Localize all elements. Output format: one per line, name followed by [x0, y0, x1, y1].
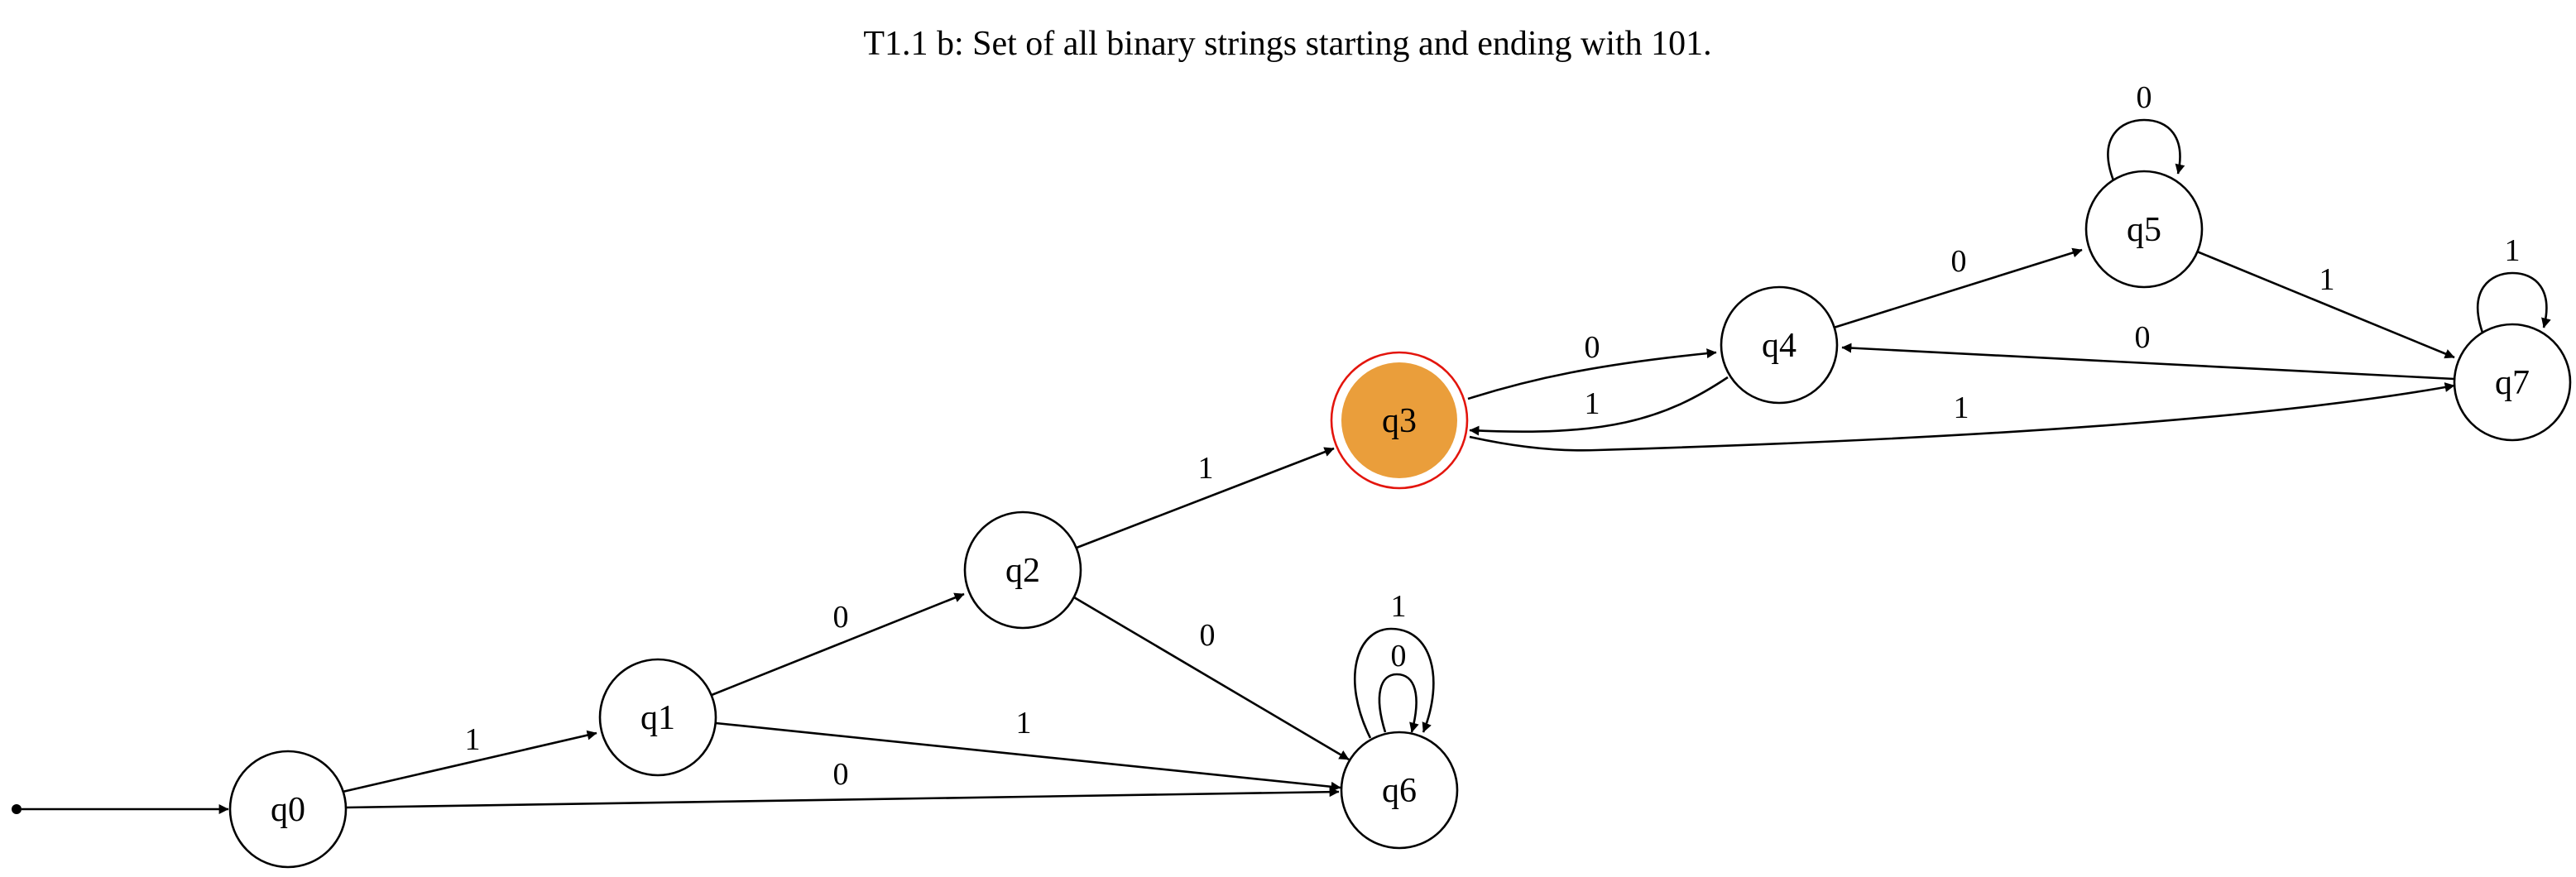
- diagram-title: T1.1 b: Set of all binary strings starti…: [863, 25, 1711, 63]
- state-q1-circle: [598, 658, 717, 777]
- transition-arrow: [342, 730, 597, 793]
- transition-label: 0: [833, 600, 849, 635]
- transition-arrow: [1467, 348, 1717, 400]
- transition-arrow: [1076, 447, 1335, 549]
- transition-label: 0: [2137, 80, 2152, 115]
- transition-label: 1: [2319, 262, 2335, 297]
- state-q0: q0: [228, 750, 348, 869]
- state-q7-circle: [2453, 323, 2572, 442]
- transition-q0-to-q6-on-0: 0: [345, 757, 1340, 809]
- transition-arrow: [1353, 627, 1435, 739]
- state-q2-circle: [963, 510, 1082, 630]
- transition-arrow: [345, 787, 1340, 809]
- state-q2: q2: [963, 510, 1082, 630]
- transition-label: 1: [1954, 391, 1969, 425]
- transition-q6-to-q6-on-1: 1: [1353, 589, 1435, 739]
- state-q5: q5: [2084, 170, 2204, 289]
- transition-arrow: [1073, 596, 1350, 761]
- transition-arrow: [2477, 271, 2551, 333]
- state-q5-circle: [2084, 170, 2204, 289]
- state-q2-label: q2: [1005, 552, 1040, 590]
- states: q0 q1 q2 q3 q4 q5 q6 q7: [228, 170, 2572, 869]
- transition-q2-to-q6-on-0: 0: [1073, 596, 1350, 761]
- transition-arrow: [1378, 673, 1419, 733]
- transition-label: 0: [2135, 320, 2151, 355]
- transition-label: 0: [1585, 330, 1600, 365]
- state-q3: q3: [1330, 351, 1469, 490]
- transition-q3-to-q4-on-0: 0: [1467, 330, 1717, 400]
- transitions: 1 0 0 1 1 0 0 1 0 0 1 1 0 1 1 0: [342, 80, 2551, 809]
- transition-q7-to-q7-on-1: 1: [2477, 233, 2551, 333]
- transition-q1-to-q2-on-0: 0: [711, 592, 965, 697]
- transition-label: 1: [1198, 451, 1214, 486]
- transition-label: 1: [2505, 233, 2521, 268]
- transition-arrow: [715, 721, 1341, 792]
- state-q1-label: q1: [640, 699, 675, 737]
- transition-q7-to-q4-on-0: 0: [1841, 320, 2455, 381]
- transition-q2-to-q3-on-1: 1: [1076, 447, 1335, 549]
- state-q3-outer-ring: [1330, 351, 1469, 490]
- state-q1: q1: [598, 658, 717, 777]
- transition-q5-to-q7-on-1: 1: [2196, 250, 2455, 359]
- transition-label: 1: [1391, 589, 1407, 624]
- transition-q0-to-q1-on-1: 1: [342, 722, 597, 793]
- transition-label: 1: [1585, 386, 1600, 421]
- transition-label: 1: [465, 722, 481, 757]
- state-q6-circle: [1340, 731, 1459, 850]
- state-q5-label: q5: [2127, 211, 2161, 249]
- transition-q5-to-q5-on-0: 0: [2107, 80, 2185, 181]
- transition-label: 0: [1200, 618, 1216, 653]
- transition-q7-to-q3-on-1: 1: [1469, 382, 2455, 452]
- state-q0-circle: [228, 750, 348, 869]
- transition-q4-to-q5-on-0: 0: [1833, 244, 2083, 329]
- transition-arrow: [2107, 118, 2185, 181]
- state-q7-label: q7: [2495, 364, 2530, 402]
- state-q4-label: q4: [1762, 327, 1796, 365]
- state-q7: q7: [2453, 323, 2572, 442]
- transition-arrow: [2196, 250, 2455, 359]
- transition-label: 0: [833, 757, 849, 792]
- transition-arrow: [1469, 376, 1729, 436]
- state-q6-label: q6: [1382, 772, 1417, 810]
- transition-label: 0: [1391, 639, 1407, 673]
- state-q3-circle: [1341, 362, 1457, 478]
- transition-label: 1: [1016, 706, 1032, 740]
- transition-q4-to-q3-on-1: 1: [1469, 376, 1729, 436]
- state-q0-label: q0: [271, 791, 305, 829]
- transition-q1-to-q6-on-1: 1: [715, 706, 1341, 792]
- start-arrow: [12, 804, 229, 814]
- state-q4-circle: [1720, 285, 1839, 405]
- transition-arrow: [1469, 382, 2455, 452]
- start-dot: [12, 804, 22, 814]
- transition-label: 0: [1951, 244, 1967, 279]
- state-q6: q6: [1340, 731, 1459, 850]
- transition-arrow: [1841, 343, 2455, 381]
- state-q3-label: q3: [1382, 402, 1417, 440]
- transition-arrow: [1833, 247, 2083, 329]
- transition-q6-to-q6-on-0: 0: [1378, 639, 1419, 733]
- transition-arrow: [711, 592, 965, 697]
- state-q4: q4: [1720, 285, 1839, 405]
